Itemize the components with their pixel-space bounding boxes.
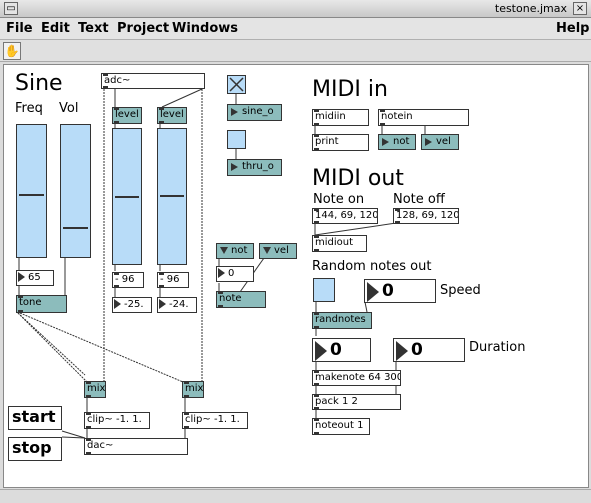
toolbar: ✋	[0, 40, 591, 62]
mix-object-1[interactable]: mix	[84, 381, 106, 398]
duration-number-box-2[interactable]: 0	[393, 338, 465, 362]
random-notes-label: Random notes out	[312, 259, 432, 274]
notein-object[interactable]: notein	[378, 109, 469, 126]
inlet-arrow-icon	[220, 247, 228, 254]
number-arrow-icon	[114, 299, 121, 309]
note-number-value: 0	[228, 268, 235, 279]
makenote-object[interactable]: makenote 64 300	[312, 370, 401, 386]
level-meter-1[interactable]	[112, 128, 142, 265]
vol-slider-knob[interactable]	[63, 227, 88, 229]
status-bar	[0, 489, 591, 503]
midi-out-title: MIDI out	[312, 166, 404, 191]
window-menu-icon[interactable]: ▭	[4, 2, 18, 15]
note-object[interactable]: note	[216, 291, 266, 308]
freq-slider[interactable]	[16, 124, 47, 258]
note-off-label: Note off	[393, 192, 445, 207]
print-object[interactable]: print	[312, 134, 369, 151]
not-inlet-1[interactable]: not	[216, 243, 254, 259]
outlet-arrow-icon	[425, 138, 432, 146]
thru-o-outlet[interactable]: thru_o	[227, 159, 282, 176]
speed-number-box[interactable]: 0	[364, 279, 436, 303]
menu-bar: File Edit Text Project Windows Help	[0, 18, 591, 40]
dac-object[interactable]: dac~	[84, 438, 188, 455]
midiout-object[interactable]: midiout	[312, 235, 367, 252]
level-output-2-value: -24.	[169, 299, 189, 310]
speed-label: Speed	[440, 283, 481, 298]
vol-slider[interactable]	[60, 124, 91, 258]
freq-slider-knob[interactable]	[19, 194, 44, 196]
clip-object-1[interactable]: clip~ -1. 1.	[84, 412, 150, 429]
not-outlet-2-label: not	[393, 136, 410, 147]
midiin-object[interactable]: midiin	[312, 109, 369, 126]
number-arrow-icon	[396, 341, 408, 361]
number-arrow-icon	[218, 268, 225, 278]
vel-inlet-1-label: vel	[274, 245, 289, 256]
menu-text[interactable]: Text	[78, 21, 109, 36]
vel-outlet-2[interactable]: vel	[421, 134, 459, 150]
adc-object[interactable]: adc~	[101, 73, 205, 89]
thru-o-label: thru_o	[242, 161, 274, 172]
not-inlet-1-label: not	[231, 245, 248, 256]
freq-number-value: 65	[28, 272, 41, 283]
freq-label: Freq	[15, 101, 43, 116]
random-bang-button[interactable]	[313, 278, 335, 302]
duration-number-2-value: 0	[411, 340, 423, 360]
toggle-x[interactable]	[227, 75, 246, 94]
mix-object-2[interactable]: mix	[182, 381, 204, 398]
randnotes-object[interactable]: randnotes	[312, 312, 372, 329]
menu-edit[interactable]: Edit	[41, 21, 70, 36]
note-on-label: Note on	[313, 192, 365, 207]
start-button[interactable]: start	[8, 406, 62, 430]
level-output-2[interactable]: -24.	[157, 297, 197, 313]
vel-inlet-1[interactable]: vel	[259, 243, 297, 259]
level-object-2[interactable]: level	[157, 107, 187, 124]
level-object-1[interactable]: level	[112, 107, 142, 124]
vol-label: Vol	[59, 101, 79, 116]
vel-outlet-2-label: vel	[436, 136, 451, 147]
level-meter-2-knob[interactable]	[160, 195, 184, 197]
close-icon[interactable]: ×	[573, 2, 587, 15]
hand-icon[interactable]: ✋	[3, 42, 21, 60]
toggle-x-icon	[229, 77, 244, 92]
menu-help[interactable]: Help	[556, 21, 590, 36]
outlet-arrow-icon	[382, 138, 389, 146]
number-arrow-icon	[159, 299, 166, 309]
duration-label: Duration	[469, 340, 526, 355]
number-arrow-icon	[315, 341, 327, 361]
level-meter-1-knob[interactable]	[115, 196, 139, 198]
note-off-message[interactable]: 128, 69, 120	[393, 208, 459, 224]
clip-object-2[interactable]: clip~ -1. 1.	[182, 412, 248, 429]
stop-button[interactable]: stop	[8, 437, 62, 461]
level-meter-2[interactable]	[157, 128, 187, 265]
sine-o-label: sine_o	[242, 106, 274, 117]
freq-number-box[interactable]: 65	[16, 270, 54, 286]
level-output-1[interactable]: -25.	[112, 297, 152, 313]
menu-windows[interactable]: Windows	[172, 21, 239, 36]
noteout-object[interactable]: noteout 1	[312, 418, 370, 435]
sine-title: Sine	[15, 71, 63, 96]
tone-object[interactable]: tone	[16, 295, 67, 313]
note-on-message[interactable]: 144, 69, 120	[312, 208, 378, 224]
level-number-2[interactable]: - 96	[157, 272, 189, 288]
number-arrow-icon	[18, 272, 25, 282]
toggle-thru[interactable]	[227, 130, 246, 149]
outlet-arrow-icon	[231, 163, 238, 171]
midi-in-title: MIDI in	[312, 77, 388, 102]
note-number-box[interactable]: 0	[216, 266, 254, 282]
duration-number-1-value: 0	[330, 340, 342, 360]
menu-project[interactable]: Project	[117, 21, 170, 36]
not-outlet-2[interactable]: not	[378, 134, 416, 150]
number-arrow-icon	[367, 282, 379, 302]
speed-number-value: 0	[382, 281, 394, 301]
inlet-arrow-icon	[263, 247, 271, 254]
level-number-1[interactable]: - 96	[112, 272, 144, 288]
level-output-1-value: -25.	[124, 299, 144, 310]
menu-file[interactable]: File	[6, 21, 33, 36]
sine-o-outlet[interactable]: sine_o	[227, 104, 282, 121]
duration-number-box-1[interactable]: 0	[312, 338, 371, 362]
window-title: testone.jmax	[494, 2, 567, 15]
outlet-arrow-icon	[231, 108, 238, 116]
title-bar: testone.jmax ▭ ×	[0, 0, 591, 18]
pack-object[interactable]: pack 1 2	[312, 394, 401, 410]
